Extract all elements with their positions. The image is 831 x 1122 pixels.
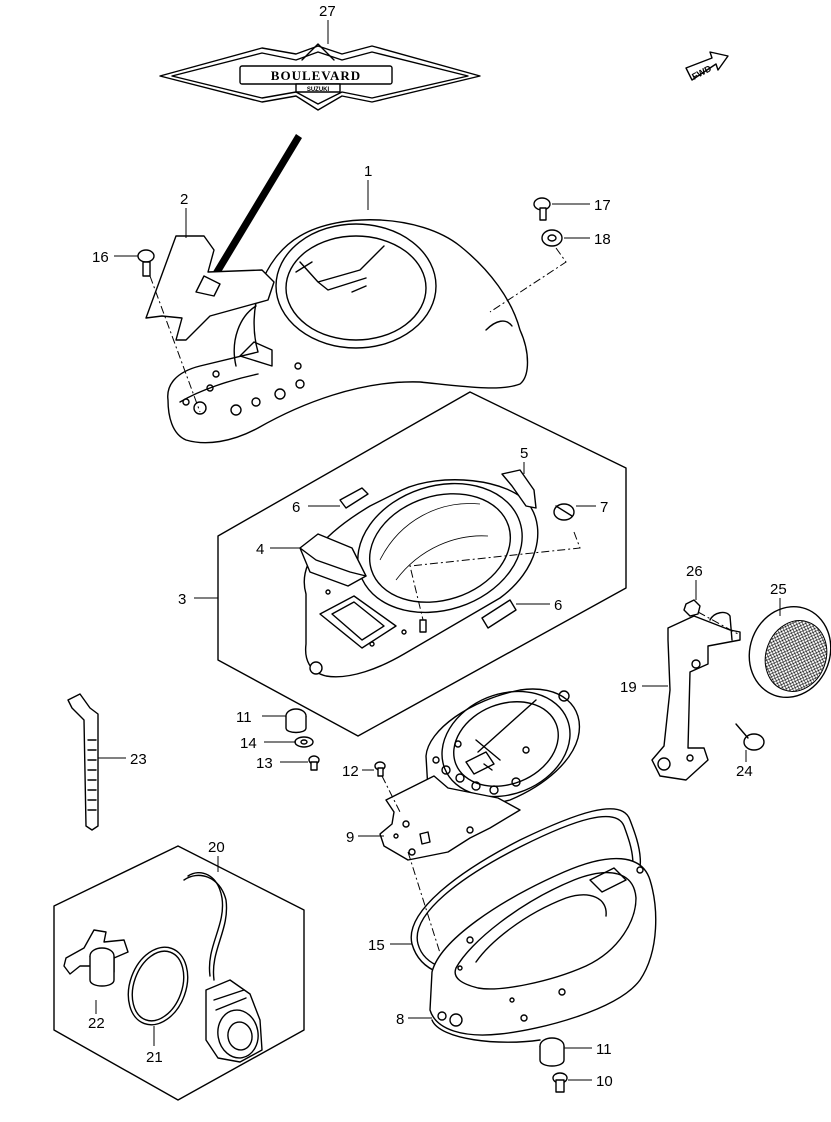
callout-11-lower: 11 <box>596 1041 612 1058</box>
callout-25: 25 <box>770 581 787 598</box>
callout-23: 23 <box>130 751 147 768</box>
screw-16 <box>137 249 155 277</box>
callout-13: 13 <box>256 755 273 772</box>
callout-11-upper: 11 <box>236 709 252 726</box>
callout-20: 20 <box>208 839 225 856</box>
reflector-bracket-19 <box>651 611 741 781</box>
boulevard-emblem: BOULEVARD SUZUKI <box>159 43 481 111</box>
callout-8: 8 <box>396 1011 404 1028</box>
cable-tie-23 <box>67 693 99 831</box>
cap-7 <box>553 503 575 521</box>
callout-12: 12 <box>342 763 359 780</box>
screw-12 <box>374 761 386 777</box>
forward-direction-arrow: FWD <box>685 51 729 82</box>
callout-7: 7 <box>600 499 608 516</box>
upper-meter-housing <box>167 219 529 444</box>
emblem-pointer <box>208 134 302 284</box>
meter-case <box>303 479 539 678</box>
meter-plate-9 <box>379 775 521 861</box>
meter-path <box>407 851 461 1017</box>
cushion-5 <box>501 469 537 509</box>
screw-13 <box>308 755 320 771</box>
callout-24: 24 <box>736 763 753 780</box>
grommet-11-upper <box>285 708 307 734</box>
meter-bracket <box>145 235 275 341</box>
callout-19: 19 <box>620 679 637 696</box>
callout-6-lower: 6 <box>554 597 562 614</box>
callout-26: 26 <box>686 563 703 580</box>
callout-21: 21 <box>146 1049 163 1066</box>
callout-22: 22 <box>88 1015 105 1032</box>
speedometer-assembly <box>425 688 581 807</box>
callout-27: 27 <box>319 3 336 20</box>
leader-lines <box>95 20 781 1081</box>
reflector-25 <box>748 605 831 699</box>
lamp-socket-20 <box>183 871 263 1063</box>
callout-1: 1 <box>364 163 372 180</box>
callout-6-upper: 6 <box>292 499 300 516</box>
callout-16: 16 <box>92 249 109 266</box>
nut-26 <box>683 599 701 617</box>
collar-18-path <box>489 247 567 313</box>
grommet-11-lower <box>539 1037 565 1067</box>
o-ring-21 <box>127 946 189 1026</box>
callout-4: 4 <box>256 541 264 558</box>
washer-14 <box>294 736 314 748</box>
callout-3: 3 <box>178 591 186 608</box>
callout-labels: 27 1 2 16 17 18 5 6 7 4 3 6 26 25 19 11 … <box>88 3 787 1090</box>
cushion-6-lower <box>481 599 517 629</box>
nut-26-path <box>697 611 739 635</box>
callout-10: 10 <box>596 1073 613 1090</box>
callout-2: 2 <box>180 191 188 208</box>
callout-18: 18 <box>594 231 611 248</box>
screw-17 <box>533 197 551 221</box>
clip-24 <box>735 723 765 751</box>
callout-17: 17 <box>594 197 611 214</box>
meter-case-group-outline <box>217 391 627 737</box>
collar-18 <box>541 229 563 247</box>
callout-9: 9 <box>346 829 354 846</box>
lamp-group-outline <box>53 845 305 1101</box>
cushion-6-upper <box>339 487 369 509</box>
callout-15: 15 <box>368 937 385 954</box>
pin-3 <box>419 619 427 633</box>
callout-14: 14 <box>240 735 257 752</box>
emblem-brand-text: BOULEVARD <box>271 68 361 83</box>
cap-7-path <box>409 531 581 625</box>
callout-5: 5 <box>520 445 528 462</box>
lamp-holder-22 <box>63 929 129 987</box>
screw-12-path <box>381 775 401 813</box>
lower-case-8 <box>429 857 657 1043</box>
screw-10 <box>552 1072 568 1093</box>
emblem-maker-text: SUZUKI <box>307 87 330 93</box>
